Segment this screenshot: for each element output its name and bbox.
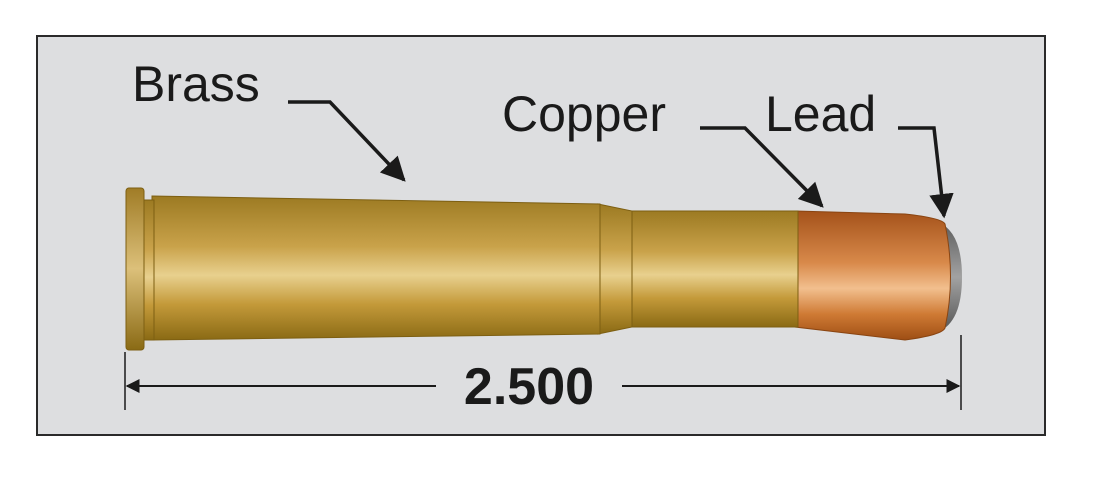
lead-label: Lead [765,86,876,142]
copper-label: Copper [502,86,666,142]
brass-leader-arrow [288,100,406,182]
brass-case-body [151,195,601,341]
brass-case-rim [125,187,145,351]
brass-label: Brass [132,56,260,112]
brass-case-shoulder [597,203,633,335]
copper-leader-arrow [700,126,824,208]
brass-case-neck [629,210,799,328]
length-dimension-label: 2.500 [464,358,594,416]
copper-jacket [794,210,951,341]
lead-leader-arrow [898,126,954,219]
